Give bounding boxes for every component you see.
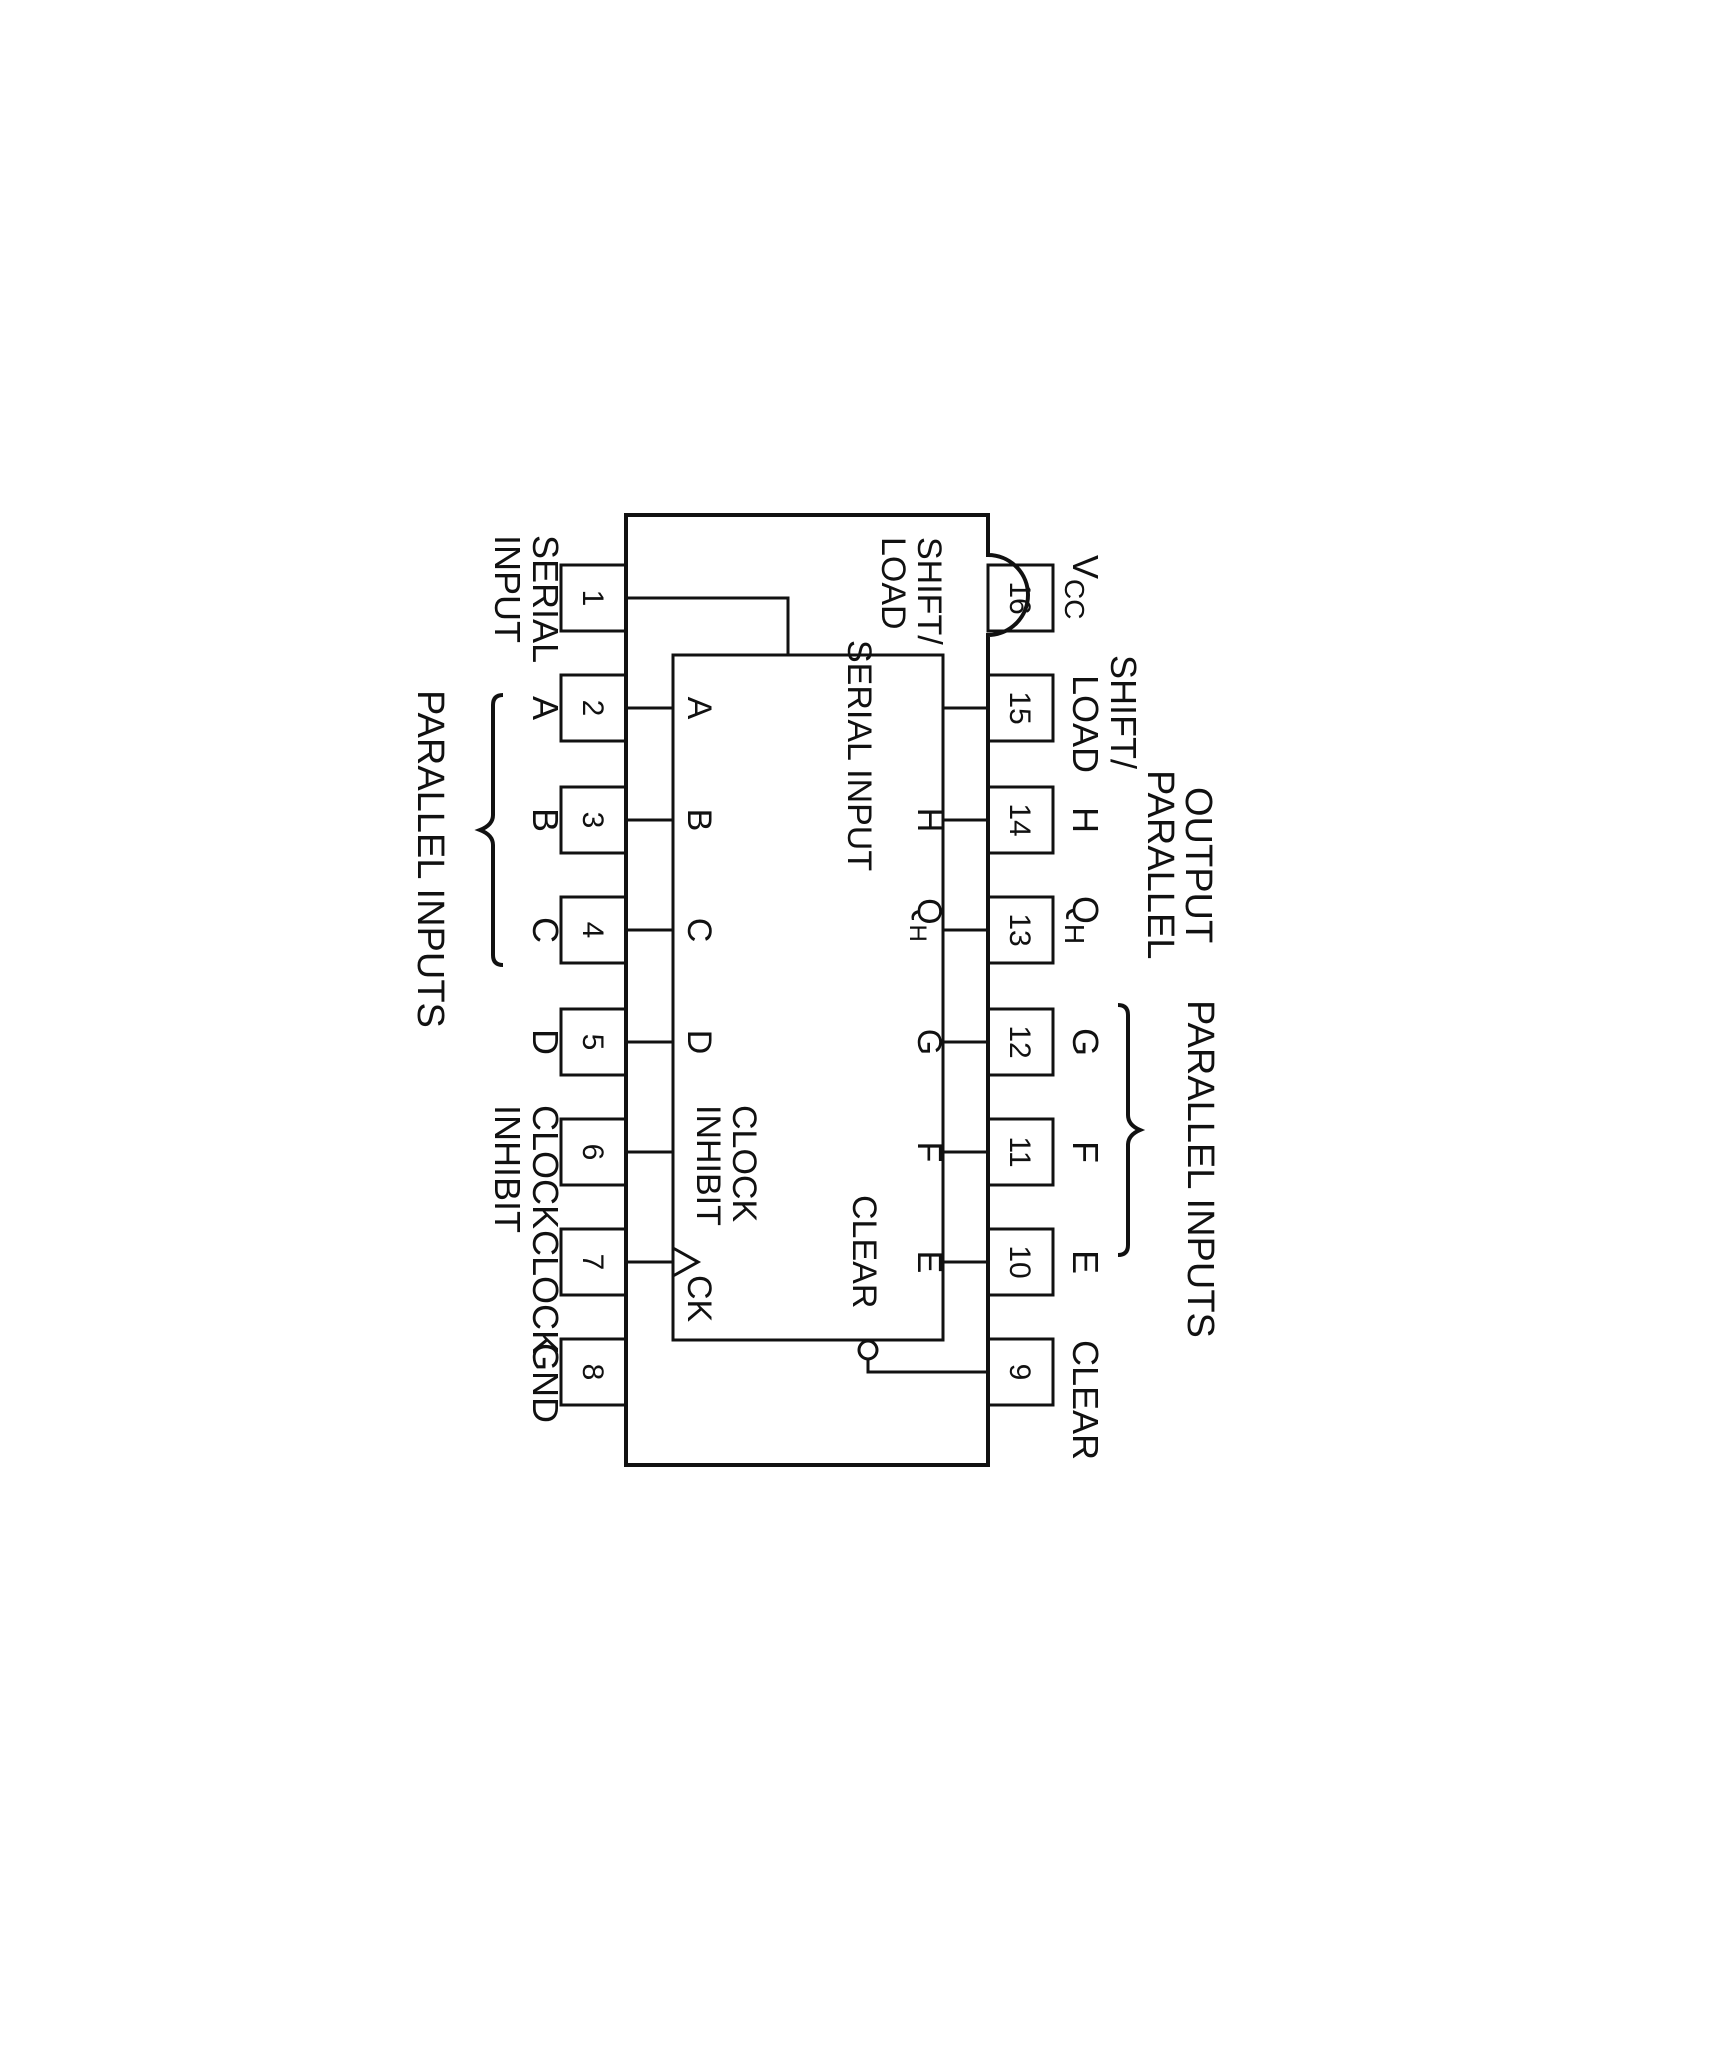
pin-8-label: GND <box>525 1343 566 1423</box>
inner-clock-inhibit-label: CLOCKINHIBIT <box>689 1105 763 1226</box>
inner-f-label: F <box>910 1142 948 1163</box>
clock-edge-triangle <box>672 1246 702 1278</box>
pin-12-label: G <box>1065 1028 1106 1056</box>
pin-5-label: D <box>525 1029 566 1055</box>
inner-clear-label: CLEAR <box>845 1195 883 1308</box>
pin-10-label: E <box>1065 1250 1106 1274</box>
pin-4-number: 4 <box>576 922 609 939</box>
pin-13-label: QH <box>1059 896 1106 944</box>
inner-a-label: A <box>680 697 718 720</box>
pin-1-number: 1 <box>576 590 609 607</box>
parallel-output-label: PARALLELOUTPUT <box>1139 770 1219 959</box>
pin-16-number: 16 <box>1003 581 1036 614</box>
inner-shift-load-label: SHIFT/LOAD <box>874 537 948 645</box>
pin-13-number: 13 <box>1003 913 1036 946</box>
pin-14-number: 14 <box>1003 803 1036 836</box>
pin-11-number: 11 <box>1003 1136 1036 1167</box>
pin-9-label: CLEAR <box>1065 1340 1106 1460</box>
right-parallel-inputs-label: PARALLEL INPUTS <box>1179 1000 1221 1338</box>
pin-3-label: B <box>525 808 566 832</box>
pin-1-label: SERIALINPUT <box>487 535 566 663</box>
inner-c-label: C <box>680 918 718 943</box>
left-parallel-inputs-brace <box>474 693 504 967</box>
pin-16-label: VCC <box>1059 555 1106 619</box>
pin-9-number: 9 <box>1003 1364 1036 1381</box>
pin-6-number: 6 <box>576 1144 609 1161</box>
pin-5-number: 5 <box>576 1034 609 1051</box>
left-parallel-inputs-label: PARALLEL INPUTS <box>409 690 451 1028</box>
right-parallel-inputs-brace <box>1117 1003 1146 1257</box>
pin-11-label: F <box>1065 1141 1106 1163</box>
pin-8-box <box>559 1337 628 1407</box>
pin-7-number: 7 <box>576 1254 609 1271</box>
pin-3-number: 3 <box>576 812 609 829</box>
pin-15-label: SHIFT/LOAD <box>1065 655 1144 773</box>
inner-serial-input-label: SERIAL INPUT <box>840 640 878 871</box>
inner-ck-label: CK <box>680 1275 718 1323</box>
chip-package-outline <box>624 513 1030 1467</box>
pin-15-number: 15 <box>1003 691 1036 724</box>
pin-7-label: CLOCK <box>525 1230 566 1354</box>
inner-g-label: G <box>910 1029 948 1055</box>
logic-block <box>671 653 945 1342</box>
clear-inversion-bubble <box>857 1339 879 1361</box>
pin-6-label: CLOCKINHIBIT <box>487 1105 566 1233</box>
chip-drawing: 16 15 14 13 12 11 10 9 1 <box>409 513 1221 1467</box>
inner-d-label: D <box>680 1030 718 1055</box>
pin-14-label: H <box>1065 807 1106 833</box>
pin-16-box <box>986 563 1055 633</box>
pin-8-number: 8 <box>576 1364 609 1381</box>
inner-b-label: B <box>680 809 718 832</box>
pin-12-number: 12 <box>1003 1025 1036 1058</box>
pin-10-number: 10 <box>1003 1245 1036 1278</box>
pin-2-number: 2 <box>576 700 609 717</box>
inner-h-label: H <box>910 808 948 833</box>
pin-2-label: A <box>525 696 566 720</box>
inner-qh-label: QH <box>904 898 948 942</box>
pin-4-label: C <box>525 917 566 943</box>
inner-e-label: E <box>910 1251 948 1274</box>
